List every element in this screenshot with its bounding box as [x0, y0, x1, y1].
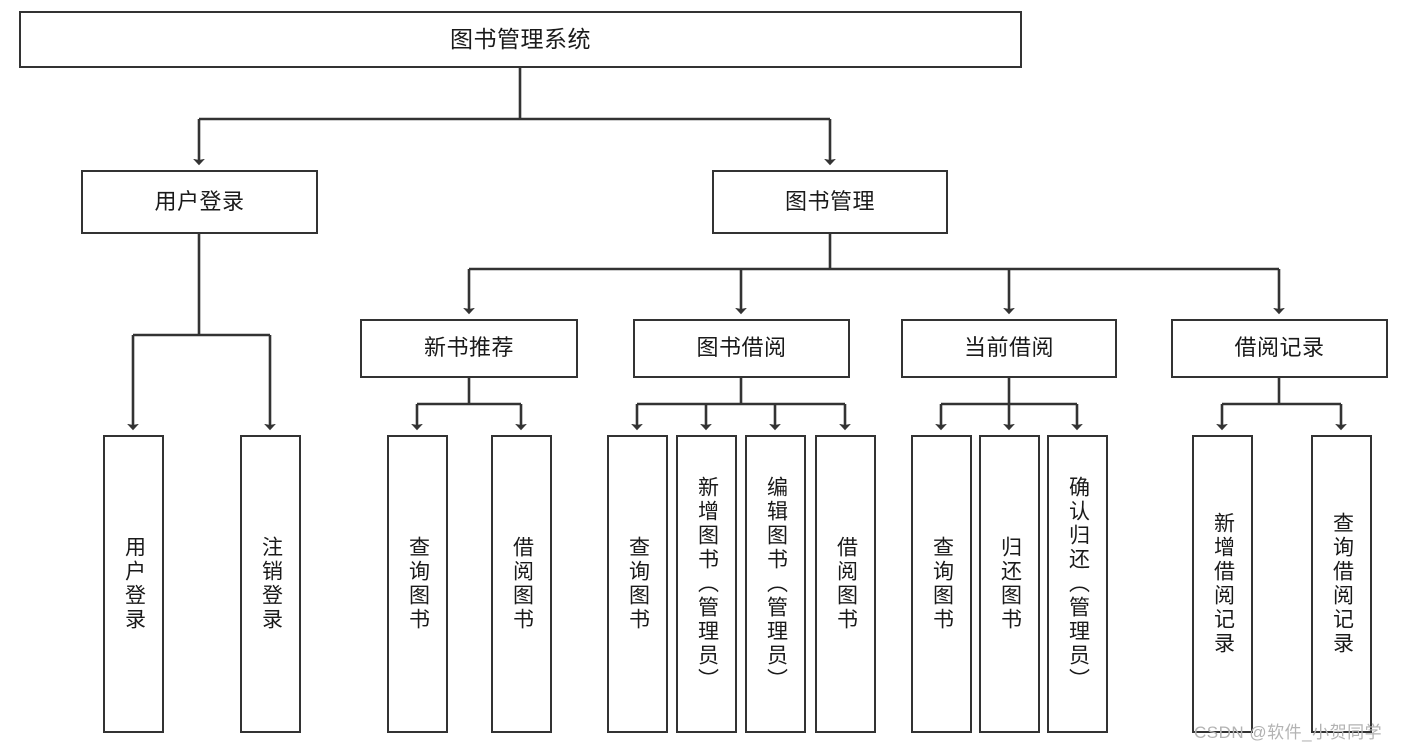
- leaf-currentborrow-query-book[interactable]: 查询图书: [911, 435, 972, 733]
- node-label: 用户登录: [122, 536, 146, 632]
- node-label: 查询图书: [626, 536, 650, 632]
- node-label: 归还图书: [998, 536, 1022, 632]
- node-label: 编辑图书（管理员）: [764, 476, 788, 692]
- node-label: 新增图书（管理员）: [695, 476, 719, 692]
- node-label: 查询借阅记录: [1330, 512, 1354, 656]
- node-label: 确认归还（管理员）: [1066, 476, 1090, 692]
- node-label: 图书管理系统: [450, 26, 591, 53]
- node-label: 借阅图书: [510, 536, 534, 632]
- leaf-bookborrow-add-book-admin[interactable]: 新增图书（管理员）: [676, 435, 737, 733]
- edges-borrowrecord-to-leaves: [1216, 378, 1347, 431]
- node-user-login[interactable]: 用户登录: [81, 170, 318, 234]
- leaf-bookborrow-query-book[interactable]: 查询图书: [607, 435, 668, 733]
- edges-bookborrow-to-leaves: [631, 378, 851, 431]
- leaf-user-login-login[interactable]: 用户登录: [103, 435, 164, 733]
- node-borrow-record[interactable]: 借阅记录: [1171, 319, 1388, 378]
- leaf-borrowrecord-add-record[interactable]: 新增借阅记录: [1192, 435, 1253, 733]
- leaf-user-login-logout[interactable]: 注销登录: [240, 435, 301, 733]
- edges-userlogin-to-leaves: [127, 234, 276, 431]
- leaf-bookborrow-edit-book-admin[interactable]: 编辑图书（管理员）: [745, 435, 806, 733]
- leaf-newbook-query-book[interactable]: 查询图书: [387, 435, 448, 733]
- node-label: 用户登录: [154, 188, 245, 214]
- node-label: 新增借阅记录: [1211, 512, 1235, 656]
- node-book-borrow[interactable]: 图书借阅: [633, 319, 850, 378]
- node-label: 注销登录: [259, 536, 283, 632]
- leaf-bookborrow-borrow-book[interactable]: 借阅图书: [815, 435, 876, 733]
- edges-booksmgmt-to-level3: [463, 234, 1285, 315]
- node-book-management[interactable]: 图书管理: [712, 170, 948, 234]
- node-label: 借阅图书: [834, 536, 858, 632]
- node-new-book-recommend[interactable]: 新书推荐: [360, 319, 578, 378]
- node-label: 查询图书: [406, 536, 430, 632]
- edges-newbook-to-leaves: [411, 378, 527, 431]
- leaf-currentborrow-confirm-return-admin[interactable]: 确认归还（管理员）: [1047, 435, 1108, 733]
- leaf-newbook-borrow-book[interactable]: 借阅图书: [491, 435, 552, 733]
- node-current-borrow[interactable]: 当前借阅: [901, 319, 1117, 378]
- node-label: 借阅记录: [1234, 335, 1325, 361]
- node-label: 图书管理: [784, 188, 875, 214]
- node-root-system[interactable]: 图书管理系统: [19, 11, 1022, 68]
- leaf-borrowrecord-query-record[interactable]: 查询借阅记录: [1311, 435, 1372, 733]
- edges-root-to-level2: [193, 68, 836, 166]
- node-label: 当前借阅: [963, 335, 1054, 361]
- leaf-currentborrow-return-book[interactable]: 归还图书: [979, 435, 1040, 733]
- node-label: 图书借阅: [696, 335, 787, 361]
- node-label: 查询图书: [930, 536, 954, 632]
- edges-currentborrow-to-leaves: [935, 378, 1083, 431]
- node-label: 新书推荐: [423, 335, 514, 361]
